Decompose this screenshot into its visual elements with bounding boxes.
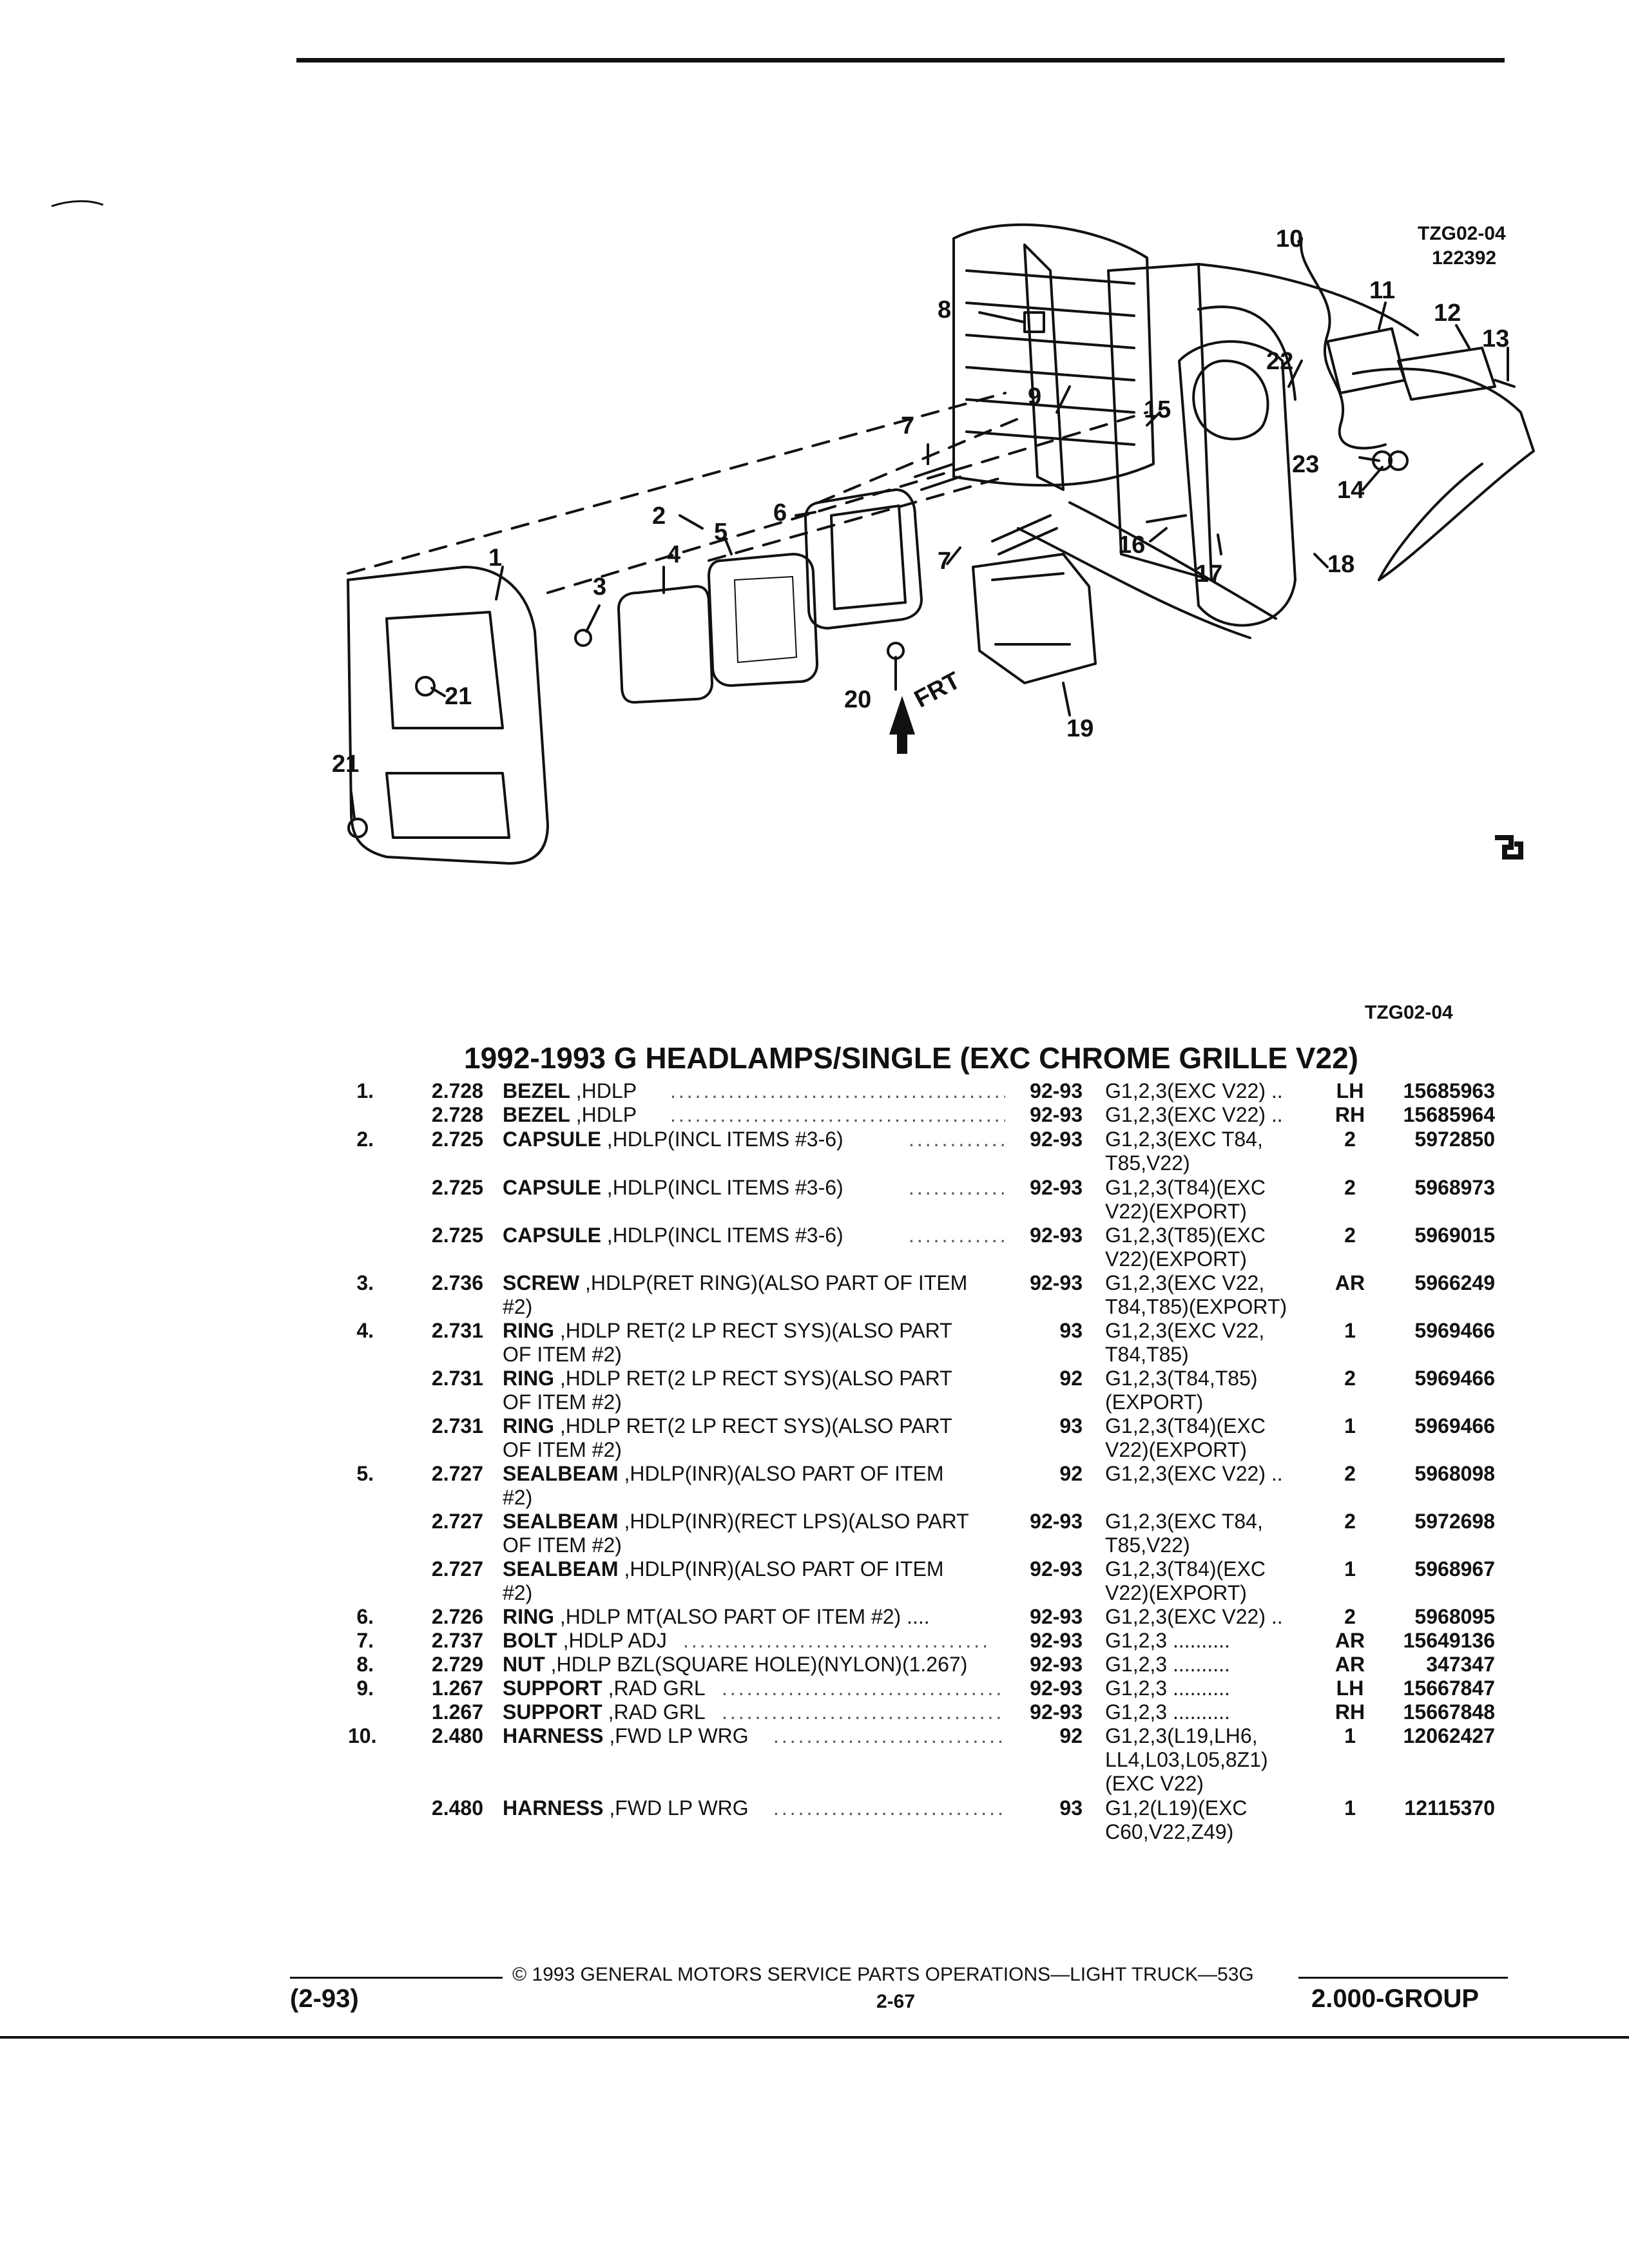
front-arrow-icon	[889, 696, 915, 754]
footer-page-number: 2-67	[876, 1991, 916, 2012]
top-rule	[296, 58, 1505, 62]
table-row: 5. 2.727 SEALBEAM ,HDLP(INR)(ALSO PART O…	[356, 1462, 1495, 1509]
table-row: 1.267 SUPPORT ,RAD GRL .................…	[431, 1700, 1495, 1724]
callout-11: 11	[1369, 277, 1396, 304]
diagram-date: 122392	[1432, 247, 1497, 269]
callout-6: 6	[773, 499, 787, 526]
bottom-rule	[0, 2036, 1629, 2039]
bezel-screw-upper	[415, 676, 436, 697]
table-row: 10. 2.480 HARNESS ,FWD LP WRG ..........…	[348, 1724, 1495, 1795]
table-row: 2. 2.725 CAPSULE ,HDLP(INCL ITEMS #3-6) …	[356, 1128, 1495, 1175]
callout-15: 15	[1144, 396, 1171, 423]
footer-rule-left	[290, 1977, 503, 1979]
table-row: 2.731 RING ,HDLP RET(2 LP RECT SYS)(ALSO…	[431, 1367, 1495, 1414]
callout-1: 1	[488, 544, 503, 572]
callout-7-upper: 7	[901, 412, 915, 439]
adjuster-bolt-upper	[914, 463, 961, 491]
park-lamp-socket	[1326, 327, 1406, 394]
table-row: 2.725 CAPSULE ,HDLP(INCL ITEMS #3-6) ...…	[431, 1176, 1495, 1223]
wiring-harness	[1300, 237, 1387, 450]
table-row: 3. 2.736 SCREW ,HDLP(RET RING)(ALSO PART…	[356, 1271, 1495, 1318]
table-row: 2.731 RING ,HDLP RET(2 LP RECT SYS)(ALSO…	[431, 1414, 1495, 1461]
callout-20: 20	[844, 686, 872, 713]
footer-revision: (2-93)	[290, 1984, 359, 2013]
table-row: 6. 2.726 RING ,HDLP MT(ALSO PART OF ITEM…	[356, 1605, 1495, 1628]
callout-8: 8	[938, 296, 952, 323]
callout-12: 12	[1434, 300, 1461, 327]
table-row: 2.480 HARNESS ,FWD LP WRG ..............…	[431, 1796, 1495, 1843]
callout-21-lower: 21	[332, 751, 360, 778]
ring-screw	[574, 629, 592, 647]
table-row: 1. 2.728 BEZEL ,HDLP ...................…	[356, 1079, 1495, 1102]
table-row: 8. 2.729 NUT ,HDLP BZL(SQUARE HOLE)(NYLO…	[356, 1653, 1495, 1676]
table-row: 2.728 BEZEL ,HDLP ......................…	[431, 1103, 1495, 1126]
gm-mark-icon	[1495, 835, 1523, 860]
radiator-support	[1023, 244, 1065, 491]
section-title: 1992-1993 G HEADLAMPS/SINGLE (EXC CHROME…	[464, 1041, 1358, 1075]
bezel-screw-lower	[347, 818, 368, 838]
callout-13: 13	[1482, 325, 1510, 352]
table-row: 2.727 SEALBEAM ,HDLP(INR)(ALSO PART OF I…	[431, 1557, 1495, 1604]
retaining-ring	[617, 585, 713, 704]
callout-19: 19	[1066, 715, 1094, 742]
table-row: 2.727 SEALBEAM ,HDLP(INR)(RECT LPS)(ALSO…	[431, 1510, 1495, 1557]
table-row: 4. 2.731 RING ,HDLP RET(2 LP RECT SYS)(A…	[356, 1319, 1495, 1366]
turn-signal-lamp	[972, 553, 1097, 684]
callout-14: 14	[1337, 477, 1365, 504]
exploded-parts-diagram	[51, 200, 1535, 865]
callout-16: 16	[1118, 532, 1146, 559]
callout-23: 23	[1292, 451, 1320, 478]
callout-5: 5	[714, 519, 728, 546]
callout-22: 22	[1266, 348, 1294, 375]
callout-17: 17	[1195, 561, 1223, 588]
park-lamp-lens	[1397, 347, 1496, 401]
diagram-code: TZG02-04	[1418, 223, 1506, 244]
callout-4: 4	[667, 541, 681, 568]
callout-10: 10	[1276, 226, 1304, 253]
table-row: 7. 2.737 BOLT ,HDLP ADJ ................…	[356, 1629, 1495, 1652]
table-row: 2.725 CAPSULE ,HDLP(INCL ITEMS #3-6) ...…	[431, 1224, 1495, 1271]
footer-rule-right	[1298, 1977, 1508, 1979]
footer-group: 2.000-GROUP	[1311, 1984, 1480, 2013]
callout-2: 2	[652, 503, 666, 530]
callout-7-lower: 7	[938, 548, 952, 575]
sealbeam	[708, 553, 818, 687]
adjuster-bolt-lower	[991, 514, 1058, 555]
headlamp-bezel	[347, 566, 549, 865]
grille-outline	[952, 223, 1155, 487]
headlamp-housing	[1178, 340, 1296, 627]
callout-18: 18	[1327, 551, 1355, 578]
table-row: 9. 1.267 SUPPORT ,RAD GRL ..............…	[356, 1677, 1495, 1700]
callout-21-bezel: 21	[445, 683, 472, 710]
diagram-code-bottom: TZG02-04	[1365, 1002, 1453, 1023]
footer-copyright: © 1993 GENERAL MOTORS SERVICE PARTS OPER…	[512, 1964, 1254, 1985]
callout-3: 3	[593, 573, 607, 601]
callout-9: 9	[1028, 383, 1042, 410]
